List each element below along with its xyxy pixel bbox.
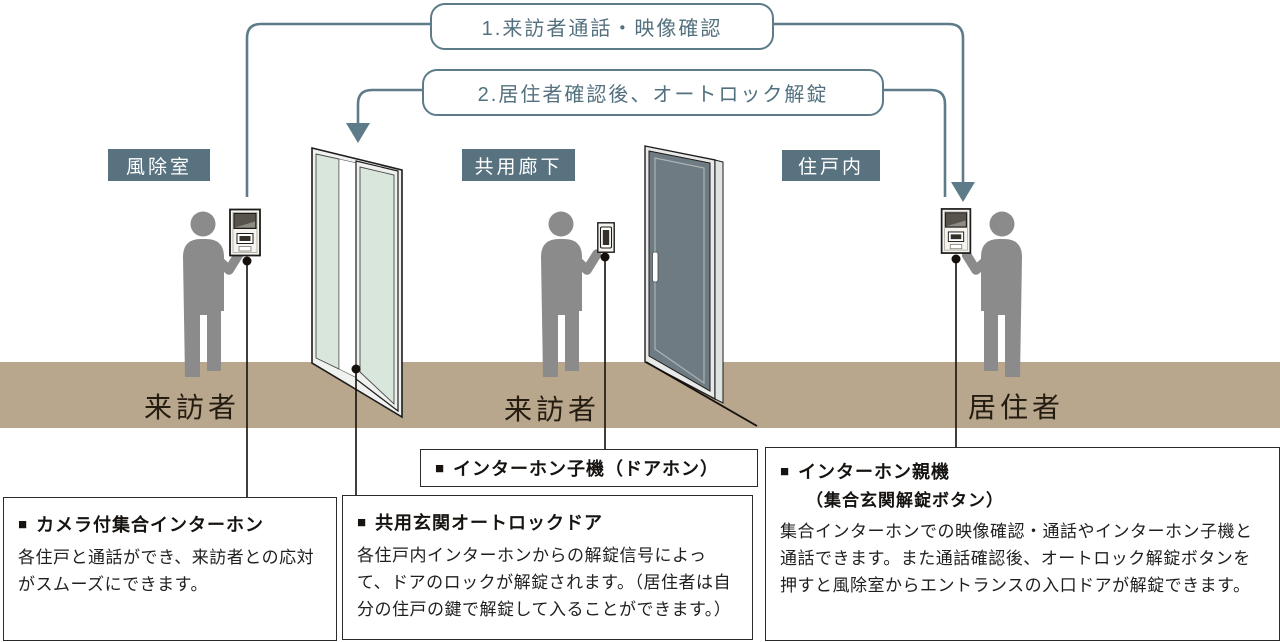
resident-label: 居住者: [967, 392, 1064, 423]
square-bullet-icon: ■: [435, 459, 445, 477]
doorphone-device-icon: [597, 222, 615, 253]
info-box-title-row: ■ インターホン子機（ドアホン）: [435, 455, 719, 481]
leader-dot: [951, 254, 961, 264]
info-box-title-row: ■ カメラ付集合インターホン: [18, 511, 322, 537]
unit-entrance-door-illustration: [644, 145, 724, 404]
auto-lock-sliding-door-illustration: [311, 146, 403, 419]
flow1-arrowhead-icon: [951, 182, 975, 202]
square-bullet-icon: ■: [780, 462, 790, 480]
flow-step1-label: 1.来訪者通話・映像確認: [481, 18, 723, 40]
square-bullet-icon: ■: [18, 515, 28, 533]
square-bullet-icon: ■: [357, 513, 367, 531]
flow2-left-line: [356, 88, 422, 124]
info-box-body: 各住戸と通話ができ、来訪者との応対がスムーズにできます。: [18, 548, 315, 595]
info-box-title: インターホン親機: [798, 462, 951, 482]
visitor2-figure-icon: [541, 211, 601, 377]
info-box-title: インターホン子機（ドアホン）: [453, 459, 720, 479]
zone-label-inside-unit: 住戸内: [782, 150, 880, 181]
flow2-right-line: [880, 88, 947, 197]
flow-step1-callout: 1.来訪者通話・映像確認: [430, 3, 774, 50]
master-intercom-device-icon: [940, 208, 972, 254]
leader-dot: [600, 252, 610, 262]
info-box-title: カメラ付集合インターホン: [36, 515, 265, 535]
info-box-camera-intercom: ■ カメラ付集合インターホン 各住戸と通話ができ、来訪者との応対がスムーズにでき…: [3, 497, 337, 641]
info-box-subtitle: （集合玄関解錠ボタン）: [806, 491, 1004, 510]
zone-label-common-corridor: 共用廊下: [462, 149, 575, 181]
info-box-title: 共用玄関オートロックドア: [375, 513, 604, 533]
visitor1-label: 来訪者: [143, 392, 240, 423]
resident-figure-icon: [962, 211, 1022, 377]
info-box-autolock-door: ■ 共用玄関オートロックドア 各住戸内インターホンからの解錠信号によって、ドアの…: [342, 495, 753, 640]
info-box-master-intercom: ■ インターホン親機 （集合玄関解錠ボタン） 集合インターホンでの映像確認・通話…: [765, 447, 1280, 641]
floor-band: [0, 362, 1280, 428]
visitor1-figure-icon: [183, 211, 243, 377]
zone-label-windbreak-room: 風除室: [108, 149, 210, 181]
info-box-title-row: ■ 共用玄関オートロックドア: [357, 509, 738, 535]
info-box-title-row: ■ インターホン親機: [780, 458, 1265, 484]
info-box-doorphone: ■ インターホン子機（ドアホン）: [420, 449, 758, 487]
flow-step2-callout: 2.居住者確認後、オートロック解錠: [422, 69, 884, 116]
camera-intercom-device-icon: [229, 208, 261, 257]
flow-step2-label: 2.居住者確認後、オートロック解錠: [477, 84, 829, 106]
leader-dot: [242, 256, 252, 266]
info-box-body: 各住戸内インターホンからの解錠信号によって、ドアのロックが解錠されます。（居住者…: [357, 546, 732, 620]
visitor2-label: 来訪者: [503, 394, 600, 425]
info-box-body: 集合インターホンでの映像確認・通話やインターホン子機と通話できます。また通話確認…: [780, 522, 1253, 596]
